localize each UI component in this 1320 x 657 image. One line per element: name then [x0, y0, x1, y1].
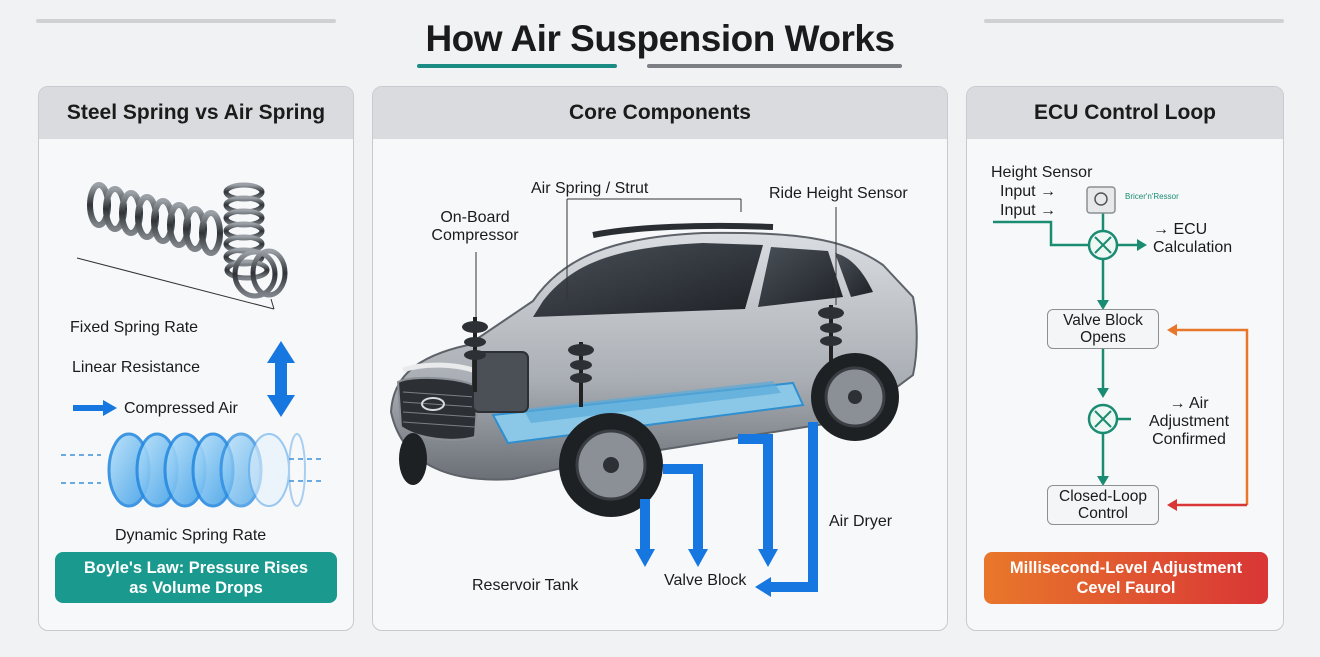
air-dryer-label: Air Dryer: [829, 513, 893, 530]
compressor-label: On-Board Compressor: [431, 209, 519, 244]
red-arrowhead: [1167, 499, 1177, 511]
panel-header: Steel Spring vs Air Spring: [39, 87, 353, 139]
front-wheel: [559, 413, 663, 517]
ecu-flow-diagram: [993, 186, 1249, 511]
left-front-wheel-hint: [399, 433, 427, 485]
vertical-double-arrow: [267, 341, 295, 417]
rear-wheel: [811, 353, 899, 441]
strut-coils: [462, 307, 844, 383]
millisecond-adjustment-banner: Millisecond-Level Adjustment Cevel Fauro…: [984, 552, 1268, 604]
ecu-calculation-label: → ECU Calculation: [1153, 221, 1233, 256]
panel-header: ECU Control Loop: [967, 87, 1283, 139]
airflow-lines: [61, 454, 324, 484]
teal-arrowheads: [1097, 239, 1147, 486]
engine-block: [472, 351, 529, 413]
closed-loop-control-box: Closed-Loop Control: [1047, 485, 1159, 525]
input-label-2: Input →: [1000, 202, 1057, 219]
height-sensor-label: Height Sensor: [991, 164, 1093, 181]
spring-illustration: [61, 182, 324, 508]
sensor-tiny-label: Bricer'n'Ressor: [1125, 192, 1179, 201]
top-rule-right: [984, 19, 1284, 23]
air-flow-lines: [640, 422, 818, 592]
steel-vs-air-panel: Steel Spring vs Air Spring: [38, 86, 354, 631]
linear-resistance-label: Linear Resistance: [72, 359, 201, 376]
input-label-1: Input →: [1000, 183, 1057, 200]
boyles-law-banner: Boyle's Law: Pressure Rises as Volume Dr…: [55, 552, 337, 603]
feedback-loop-orange: [1175, 328, 1249, 505]
ecu-control-panel: ECU Control Loop: [966, 86, 1284, 631]
air-flow-arrowheads: [635, 549, 778, 597]
page-title: How Air Suspension Works: [425, 18, 895, 59]
panel-header: Core Components: [373, 87, 947, 139]
compressed-air-label: Compressed Air: [124, 400, 238, 417]
core-components-panel: Core Components: [372, 86, 948, 631]
top-rule-left: [36, 19, 336, 23]
fixed-spring-rate-label: Fixed Spring Rate: [70, 319, 199, 336]
air-spring-label: Air Spring / Strut: [531, 180, 649, 197]
reservoir-label: Reservoir Tank: [472, 577, 579, 594]
compressed-air-arrow: [73, 400, 117, 416]
orange-arrowhead: [1167, 324, 1177, 336]
teal-flow-lines: [993, 211, 1139, 479]
ride-height-label: Ride Height Sensor: [769, 185, 908, 202]
compressed-coil-spring: [223, 182, 288, 299]
leader-lines: [475, 198, 837, 317]
title-underline-teal: [417, 64, 617, 68]
air-spring-bellows: [107, 432, 306, 508]
steel-coil-spring: [87, 182, 223, 256]
vehicle-illustration: [389, 198, 918, 597]
chassis-tray: [491, 381, 805, 445]
title-underline-gray: [647, 64, 902, 68]
dynamic-spring-rate-label: Dynamic Spring Rate: [115, 527, 267, 544]
valve-block-opens-box: Valve Block Opens: [1047, 309, 1159, 349]
valve-block-label: Valve Block: [664, 572, 747, 589]
air-adjustment-label: → Air Adjustment Confirmed: [1148, 395, 1230, 448]
sensor-icon: [1086, 186, 1116, 214]
